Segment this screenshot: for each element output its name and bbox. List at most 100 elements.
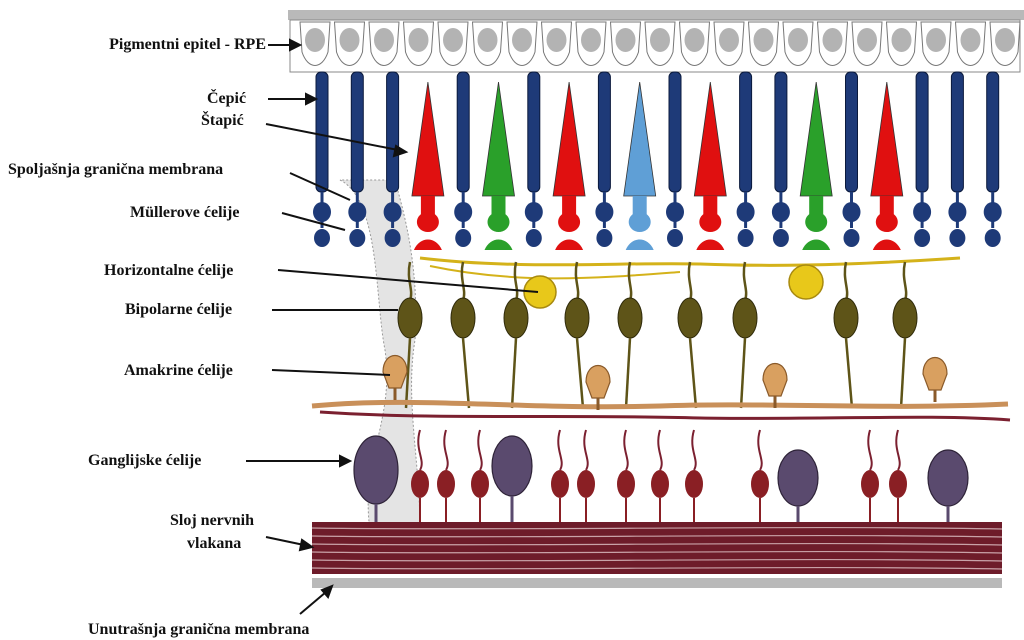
- rod-spherule: [773, 229, 789, 247]
- bipolar-soma: [504, 298, 528, 338]
- arrow-icon: [394, 146, 406, 156]
- cone-pedicle: [626, 240, 654, 251]
- rpe-nucleus: [547, 28, 567, 52]
- bipolar-soma: [565, 298, 589, 338]
- bipolar-axon: [741, 338, 745, 408]
- ganglion-dendrite: [418, 430, 421, 470]
- rod-nucleus: [454, 202, 472, 222]
- rod-outer-segment: [598, 72, 610, 192]
- label-rpe: Pigmentni epitel - RPE: [109, 35, 266, 54]
- ganglion-dendrite: [320, 412, 1010, 420]
- ganglion-dendrite: [692, 430, 695, 470]
- cone-pedicle: [696, 240, 724, 251]
- small-ganglion-soma: [651, 470, 669, 498]
- cone-outer-segment: [553, 82, 585, 196]
- rpe-nucleus: [823, 28, 843, 52]
- rod-spherule: [914, 229, 930, 247]
- amacrine-soma: [586, 366, 610, 399]
- bipolar-axon: [846, 338, 852, 408]
- bipolar-dendrite: [462, 262, 464, 300]
- bipolar-axon: [901, 338, 905, 408]
- inner-limiting-membrane: [312, 578, 1002, 588]
- rod-outer-segment: [951, 72, 963, 192]
- rod-nucleus: [666, 202, 684, 222]
- rod-outer-segment: [316, 72, 328, 192]
- bipolar-soma: [451, 298, 475, 338]
- rod-nucleus: [348, 202, 366, 222]
- rpe-nucleus: [719, 28, 739, 52]
- rpe-nucleus: [650, 28, 670, 52]
- rod-spherule: [738, 229, 754, 247]
- bipolar-axon: [690, 338, 696, 408]
- ganglion-dendrite: [896, 430, 899, 470]
- rod-spherule: [349, 229, 365, 247]
- rod-nucleus: [948, 202, 966, 222]
- ganglion-dendrite: [658, 430, 661, 470]
- rod-spherule: [526, 229, 542, 247]
- amacrine-soma: [383, 356, 407, 389]
- bipolar-soma: [398, 298, 422, 338]
- amacrine-soma: [763, 364, 787, 397]
- ganglion-dendrite: [624, 430, 627, 470]
- cone-nucleus: [629, 212, 651, 232]
- rod-outer-segment: [528, 72, 540, 192]
- cone-pedicle: [485, 240, 513, 251]
- cone-outer-segment: [624, 82, 656, 196]
- bipolar-soma: [678, 298, 702, 338]
- small-ganglion-soma: [889, 470, 907, 498]
- label-outer-limiting-membrane: Spoljašnja granična membrana: [8, 160, 223, 179]
- rod-outer-segment: [351, 72, 363, 192]
- rpe-nucleus: [788, 28, 808, 52]
- small-ganglion-soma: [437, 470, 455, 498]
- cone-outer-segment: [483, 82, 515, 196]
- ganglion-soma: [354, 436, 398, 504]
- pointer-rod: [266, 124, 398, 150]
- top-membrane: [288, 10, 1024, 20]
- bipolar-dendrite: [515, 262, 517, 300]
- ganglion-dendrite: [478, 430, 481, 470]
- rpe-nucleus: [892, 28, 912, 52]
- rpe-nucleus: [857, 28, 877, 52]
- bipolar-dendrite: [576, 262, 578, 300]
- amacrine-soma: [923, 358, 947, 391]
- small-ganglion-soma: [751, 470, 769, 498]
- bipolar-dendrite: [845, 262, 847, 300]
- arrow-icon: [306, 94, 316, 104]
- cone-outer-segment: [694, 82, 726, 196]
- bipolar-axon: [626, 338, 630, 408]
- rod-spherule: [949, 229, 965, 247]
- rpe-nucleus: [512, 28, 532, 52]
- rpe-nucleus: [443, 28, 463, 52]
- small-ganglion-soma: [411, 470, 429, 498]
- label-cone: Čepić: [207, 89, 246, 108]
- rod-spherule: [314, 229, 330, 247]
- cone-pedicle: [555, 240, 583, 251]
- cone-nucleus: [876, 212, 898, 232]
- rpe-nucleus: [581, 28, 601, 52]
- nerve-fiber-layer: [312, 522, 1002, 574]
- pointer-nfl: [266, 537, 304, 545]
- rpe-nucleus: [374, 28, 394, 52]
- rod-nucleus: [313, 202, 331, 222]
- rod-spherule: [667, 229, 683, 247]
- bipolar-dendrite: [744, 262, 746, 300]
- label-amacrine-cells: Amakrine ćelije: [124, 361, 233, 380]
- bipolar-dendrite: [689, 262, 691, 300]
- label-nerve-fiber-layer-line2: vlakana: [187, 534, 241, 553]
- horizontal-cell: [789, 265, 823, 299]
- label-muller-cells: Müllerove ćelije: [130, 203, 239, 222]
- ganglion-soma: [492, 436, 532, 496]
- rod-outer-segment: [987, 72, 999, 192]
- rod-spherule: [844, 229, 860, 247]
- rpe-nucleus: [305, 28, 325, 52]
- rpe-nucleus: [409, 28, 429, 52]
- horizontal-connection: [430, 266, 680, 278]
- cone-nucleus: [488, 212, 510, 232]
- rpe-nucleus: [961, 28, 981, 52]
- rod-spherule: [455, 229, 471, 247]
- nerve-fiber-band: [312, 522, 1002, 574]
- cone-nucleus: [805, 212, 827, 232]
- cone-nucleus: [558, 212, 580, 232]
- pointer-muller: [282, 213, 345, 230]
